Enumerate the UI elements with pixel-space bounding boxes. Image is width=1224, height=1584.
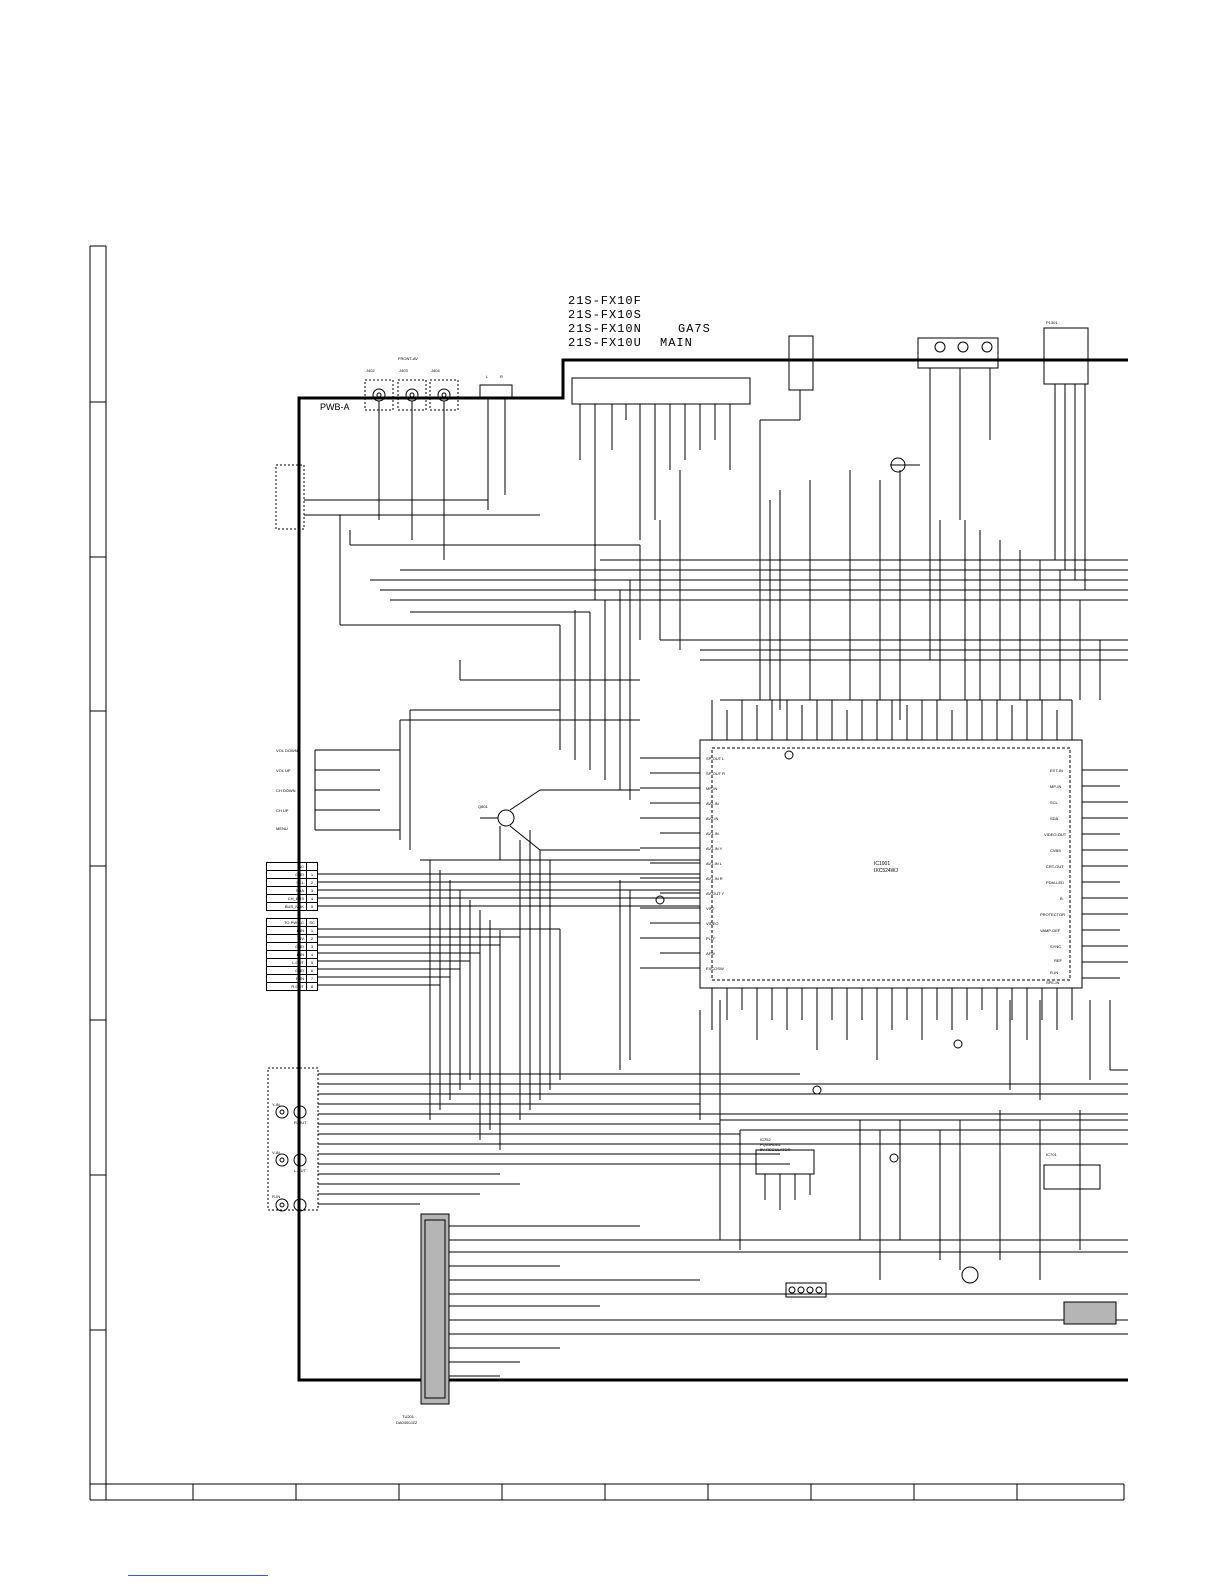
ic1001-pins-left (640, 757, 700, 969)
ic-pin-label-left: SP-OUT R (706, 771, 726, 776)
av-jack-y-in: Y-IN (272, 1102, 280, 1107)
ic-pin-label-left: SP-OUT L (706, 756, 725, 761)
ic1001-pins-top (711, 700, 1073, 740)
ic-pin-label-right: VIDEO-OUT (1044, 832, 1067, 837)
ic701-label: IC701 (1046, 1152, 1057, 1157)
av-jack-block (267, 1067, 1128, 1212)
chassis-label: GA7S (678, 322, 711, 336)
ic-pin-label-right: CRT-OUT (1046, 864, 1064, 869)
ic1001-ref: IC1001 (874, 861, 891, 867)
ic-pin-label-left: PLLF (706, 936, 716, 941)
model-21s-fx10s: 21S-FX10S (568, 308, 642, 322)
ic1001-pins-bottom (711, 988, 1073, 1060)
tuner-ref: TU201 (402, 1414, 415, 1419)
ic1001-part: IXC524WJ (874, 868, 898, 874)
key-vol-up: VOL UP (276, 768, 291, 773)
av-jack-v-in: V-IN (272, 1150, 280, 1155)
ic-pin-label-left: AV2 IN (706, 816, 719, 821)
ic-pin-label-left: AV-OUT Y (706, 891, 725, 896)
ic-pin-label-left: AFW (706, 951, 715, 956)
tuner-box (420, 1213, 1128, 1405)
board-label: MAIN (660, 336, 693, 350)
ic-pin-label-right: CVBS (1050, 848, 1061, 853)
ic752-part: PQ05RDA1 (760, 1142, 781, 1147)
ic-pin-label-left: MP-IN (706, 786, 718, 791)
ic-pin-label-right: R-IN (1050, 970, 1059, 975)
ic-pin-label-left: VIF2 (706, 906, 715, 911)
key-ch-down: CH DOWN (276, 788, 296, 793)
av-jack-r-out: R-OUT (294, 1120, 307, 1125)
ic-pin-label-right: PDM-LED (1046, 880, 1065, 885)
speaker-r-label: R (500, 374, 503, 379)
ic-pin-label-right: SPE-IN (1046, 980, 1060, 985)
pwb-c-header: TO PWB-C (266, 918, 307, 927)
ic-pin-label-right: VAMP-DEF (1040, 928, 1061, 933)
ic-pin-label-right: SDA (1050, 816, 1059, 821)
model-21s-fx10u: 21S-FX10U (568, 336, 642, 350)
q801-label: Q801 (478, 804, 488, 809)
front-av-label: FRONT-AV (398, 356, 418, 361)
page-footer-link[interactable] (128, 1575, 268, 1576)
ic-pin-label-right: PROTECTOR (1040, 912, 1066, 917)
ic-pin-label-right: EXT-IN (1050, 768, 1063, 773)
tuner-part: DA0400JZZ (396, 1420, 418, 1425)
ic-pin-label-left: AV1-IN Y (706, 846, 723, 851)
ic-pin-label-left: AV1-IN R (706, 876, 723, 881)
ic-pin-label-right: SYNC (1050, 944, 1062, 949)
sheet-frame (89, 245, 1125, 1501)
key-ch-up: CH UP (276, 808, 289, 813)
model-21s-fx10f: 21S-FX10F (568, 294, 642, 308)
av-jack-r-in: R-IN (272, 1194, 281, 1199)
top-wiring (275, 327, 1128, 800)
ic-pin-label-left: AV1-IN L (706, 861, 722, 866)
ic-pin-label-right: REF (1054, 958, 1062, 963)
power-connector-label: P1301 (1046, 320, 1058, 325)
key-menu: MENU (276, 826, 288, 831)
ic752-desc: 5V REGULATOR (760, 1147, 791, 1152)
model-21s-fx10n: 21S-FX10N (568, 322, 642, 336)
jack-j402-label: J402 (366, 368, 375, 373)
left-wiring (314, 709, 700, 1150)
ic-pin-label-left: EXCOSW (706, 966, 724, 971)
key-vol-down: VOL DOWN (276, 748, 298, 753)
ic-pin-label-right: MP-IN (1050, 784, 1062, 789)
ic1001-pins-right (1082, 769, 1128, 979)
ic1001-body (699, 739, 1083, 989)
ic-pin-label-left: AV2-IN (706, 801, 719, 806)
sc-header: SC (266, 862, 307, 871)
ic-pin-label-right: B (1060, 896, 1063, 901)
jack-j404-label: J404 (431, 368, 440, 373)
pwb-a-label: PWB-A (320, 402, 350, 412)
speaker-l-label: L (486, 374, 489, 379)
ic-pin-label-left: AV1-IN (706, 831, 719, 836)
jack-j403-label: J403 (399, 368, 408, 373)
ic752-ref: IC752 (760, 1137, 771, 1142)
ic-pin-label-right: SCL (1050, 800, 1058, 805)
lower-right-wiring (655, 750, 1128, 1325)
ic-pin-label-left: VIDEO (706, 921, 719, 926)
av-jack-l-out: L-OUT (294, 1168, 306, 1173)
